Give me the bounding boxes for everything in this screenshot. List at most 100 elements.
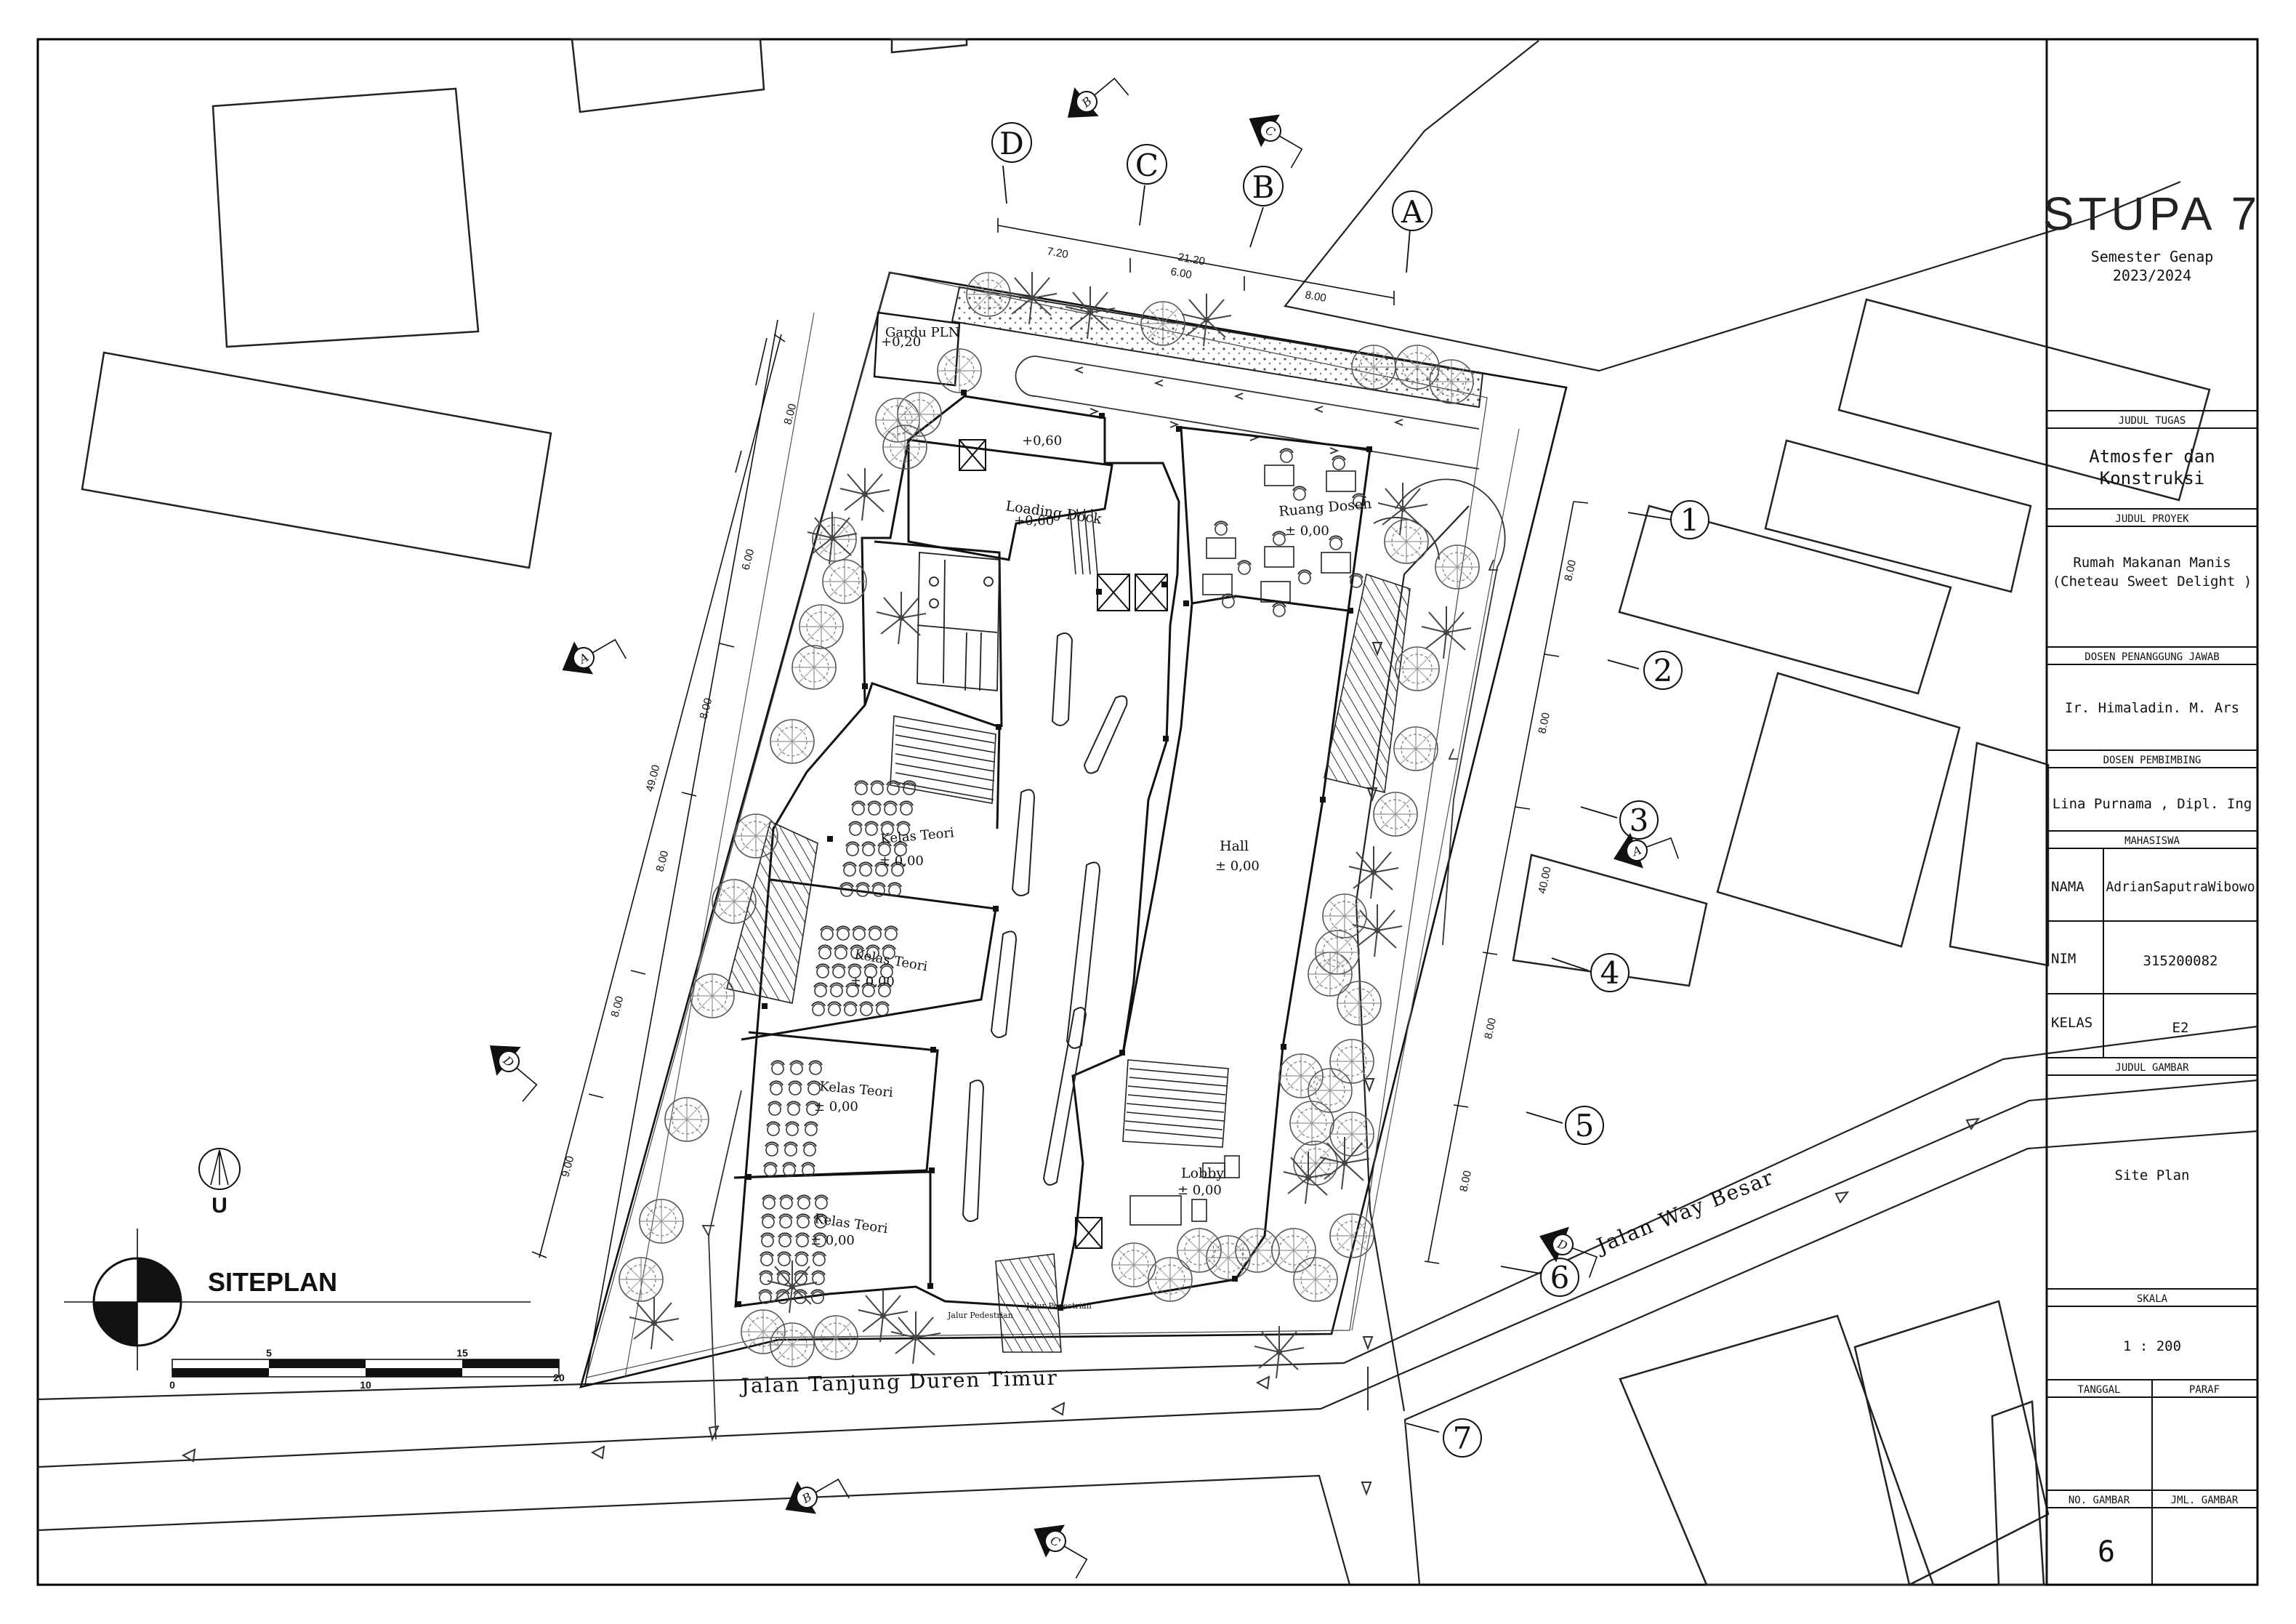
judul-tugas: Atmosfer dan (2089, 446, 2215, 467)
room-name: Kelas Teori (880, 825, 955, 847)
section-marker-d: D (1539, 1226, 1598, 1278)
dimension-text: 8.00 (781, 402, 799, 426)
skala: 1 : 200 (2123, 1338, 2181, 1354)
academic-year: 2023/2024 (2113, 267, 2191, 284)
dimension-text: 8.00 (1482, 1017, 1499, 1040)
siteplan-title-block: SITEPLAN (64, 1229, 531, 1370)
scale-tick: 5 (266, 1347, 272, 1359)
svg-text:6: 6 (1550, 1260, 1570, 1295)
dimension-text: 7.20 (1046, 245, 1069, 261)
room-level: ± 0,00 (1177, 1183, 1222, 1198)
grid-bubble-b: B (1243, 166, 1284, 206)
grid-bubble-a: A (1392, 190, 1433, 231)
columns (736, 390, 1372, 1311)
hall-planters (962, 632, 1128, 1222)
dimension-text: 6.00 (739, 547, 757, 571)
svg-text:3: 3 (1630, 803, 1649, 838)
grid-bubble-3: 3 (1619, 800, 1659, 840)
section-marker-d: D (489, 1045, 538, 1102)
room-labels: Loading Dock +0,60 +0,60 Ruang Dosen ± 0… (810, 433, 1372, 1320)
office-furniture (1202, 465, 1356, 603)
title-block (2045, 39, 2257, 1585)
dimension-lines (531, 218, 1589, 1264)
site-boundary (579, 271, 1568, 1388)
svg-text:7: 7 (1453, 1420, 1473, 1456)
kelas-label: KELAS (2051, 1015, 2092, 1031)
grid-letter-axes (1002, 165, 1411, 273)
scale-tick: 20 (553, 1372, 565, 1383)
grid-bubble-5: 5 (1565, 1106, 1604, 1145)
section-marker-a: A (1614, 832, 1679, 869)
dimension-text: 8.00 (653, 849, 671, 873)
svg-text:B: B (1252, 169, 1275, 205)
dimension-text: 40.00 (1536, 866, 1553, 895)
dimension-text: 8.00 (1457, 1170, 1474, 1193)
skala-label: SKALA (2137, 1293, 2168, 1305)
dosen-pj-label: DOSEN PENANGGUNG JAWAB (2084, 651, 2219, 663)
dosen-pb: Lina Purnama , Dipl. Ing (2053, 796, 2252, 812)
grid-numbers: 1 2 3 4 5 6 7 (1443, 500, 1709, 1458)
toilet-block (917, 552, 1000, 691)
nim: 315200082 (2143, 953, 2218, 969)
dimension-text: 8.00 (608, 994, 626, 1018)
lobby-furniture (1129, 1155, 1240, 1226)
dimension-labels: 7.20 21.20 6.00 8.00 8.00 6.00 8.00 49.0… (559, 245, 1579, 1193)
gardu-pln: Gardu PLN +0,20 (873, 311, 961, 387)
grid-bubble-c: C (1127, 144, 1167, 185)
judul-tugas: Konstruksi (2100, 468, 2205, 489)
grid-letters: D C B A (991, 122, 1433, 231)
grid-bubble-4: 4 (1590, 953, 1630, 992)
title-block-text: STUPA 7 Semester Genap 2023/2024 JUDUL T… (2043, 188, 2261, 1569)
ramp-hatch (1324, 573, 1411, 793)
room-level: +0,60 (1022, 433, 1062, 449)
svg-text:A: A (1401, 194, 1424, 230)
judul-proyek: (Cheteau Sweet Delight ) (2053, 574, 2252, 590)
kelas: E2 (2172, 1020, 2189, 1036)
elevators (959, 439, 1168, 1249)
grid-number-axes (1406, 512, 1672, 1433)
pedestrian-label: Jalur Pedestrian (1026, 1301, 1092, 1311)
room-level: ± 0,00 (1285, 523, 1329, 539)
room-level: ± 0,00 (879, 853, 924, 869)
room-name: Gardu PLN (885, 325, 959, 340)
jml-gambar-label: JML. GAMBAR (2171, 1495, 2239, 1506)
project-code: STUPA 7 (2043, 188, 2261, 240)
scale-bar: 0 5 10 15 20 (169, 1347, 565, 1391)
no-gambar-label: NO. GAMBAR (2069, 1495, 2130, 1506)
section-marker-c: C (1034, 1524, 1088, 1579)
dimension-text: 8.00 (1304, 289, 1327, 305)
driveway (701, 355, 1506, 1440)
north-arrow: U (198, 1148, 241, 1218)
section-marker-a: A (562, 638, 627, 675)
paraf-label: PARAF (2189, 1384, 2220, 1396)
street-label-way-besar: Jalan Way Besar (1591, 1165, 1777, 1259)
pedestrian-label: Jalur Pedestrian (947, 1311, 1013, 1320)
svg-text:C: C (1135, 148, 1159, 183)
svg-text:5: 5 (1575, 1108, 1595, 1143)
tanggal-label: TANGGAL (2077, 1384, 2120, 1396)
room-level: ± 0,00 (1215, 859, 1260, 874)
judul-gambar: Site Plan (2115, 1167, 2190, 1183)
room-level: ± 0,00 (850, 974, 895, 989)
dimension-text: 6.00 (1169, 265, 1193, 281)
nim-label: NIM (2051, 951, 2076, 967)
scale-tick: 10 (360, 1379, 371, 1391)
no-gambar: 6 (2098, 1535, 2115, 1569)
north-label: U (212, 1194, 227, 1218)
grid-bubble-2: 2 (1643, 651, 1683, 690)
judul-gambar-label: JUDUL GAMBAR (2115, 1062, 2189, 1074)
drawing-frame (36, 38, 2259, 1586)
dosen-pj: Ir. Himaladin. M. Ars (2065, 700, 2239, 716)
grid-bubble-d: D (991, 122, 1032, 163)
ramp-hatch (726, 820, 818, 1004)
grid-bubble-7: 7 (1443, 1418, 1482, 1458)
svg-text:1: 1 (1680, 502, 1700, 538)
room-level: +0,60 (1014, 513, 1054, 528)
room-name: Ruang Dosen (1278, 496, 1373, 520)
svg-text:D: D (999, 126, 1024, 161)
dimension-text: 21.20 (1177, 251, 1206, 268)
stairs (890, 508, 1229, 1148)
judul-proyek-label: JUDUL PROYEK (2115, 513, 2189, 525)
traffic-arrows (181, 642, 1981, 1496)
svg-text:4: 4 (1600, 955, 1620, 991)
